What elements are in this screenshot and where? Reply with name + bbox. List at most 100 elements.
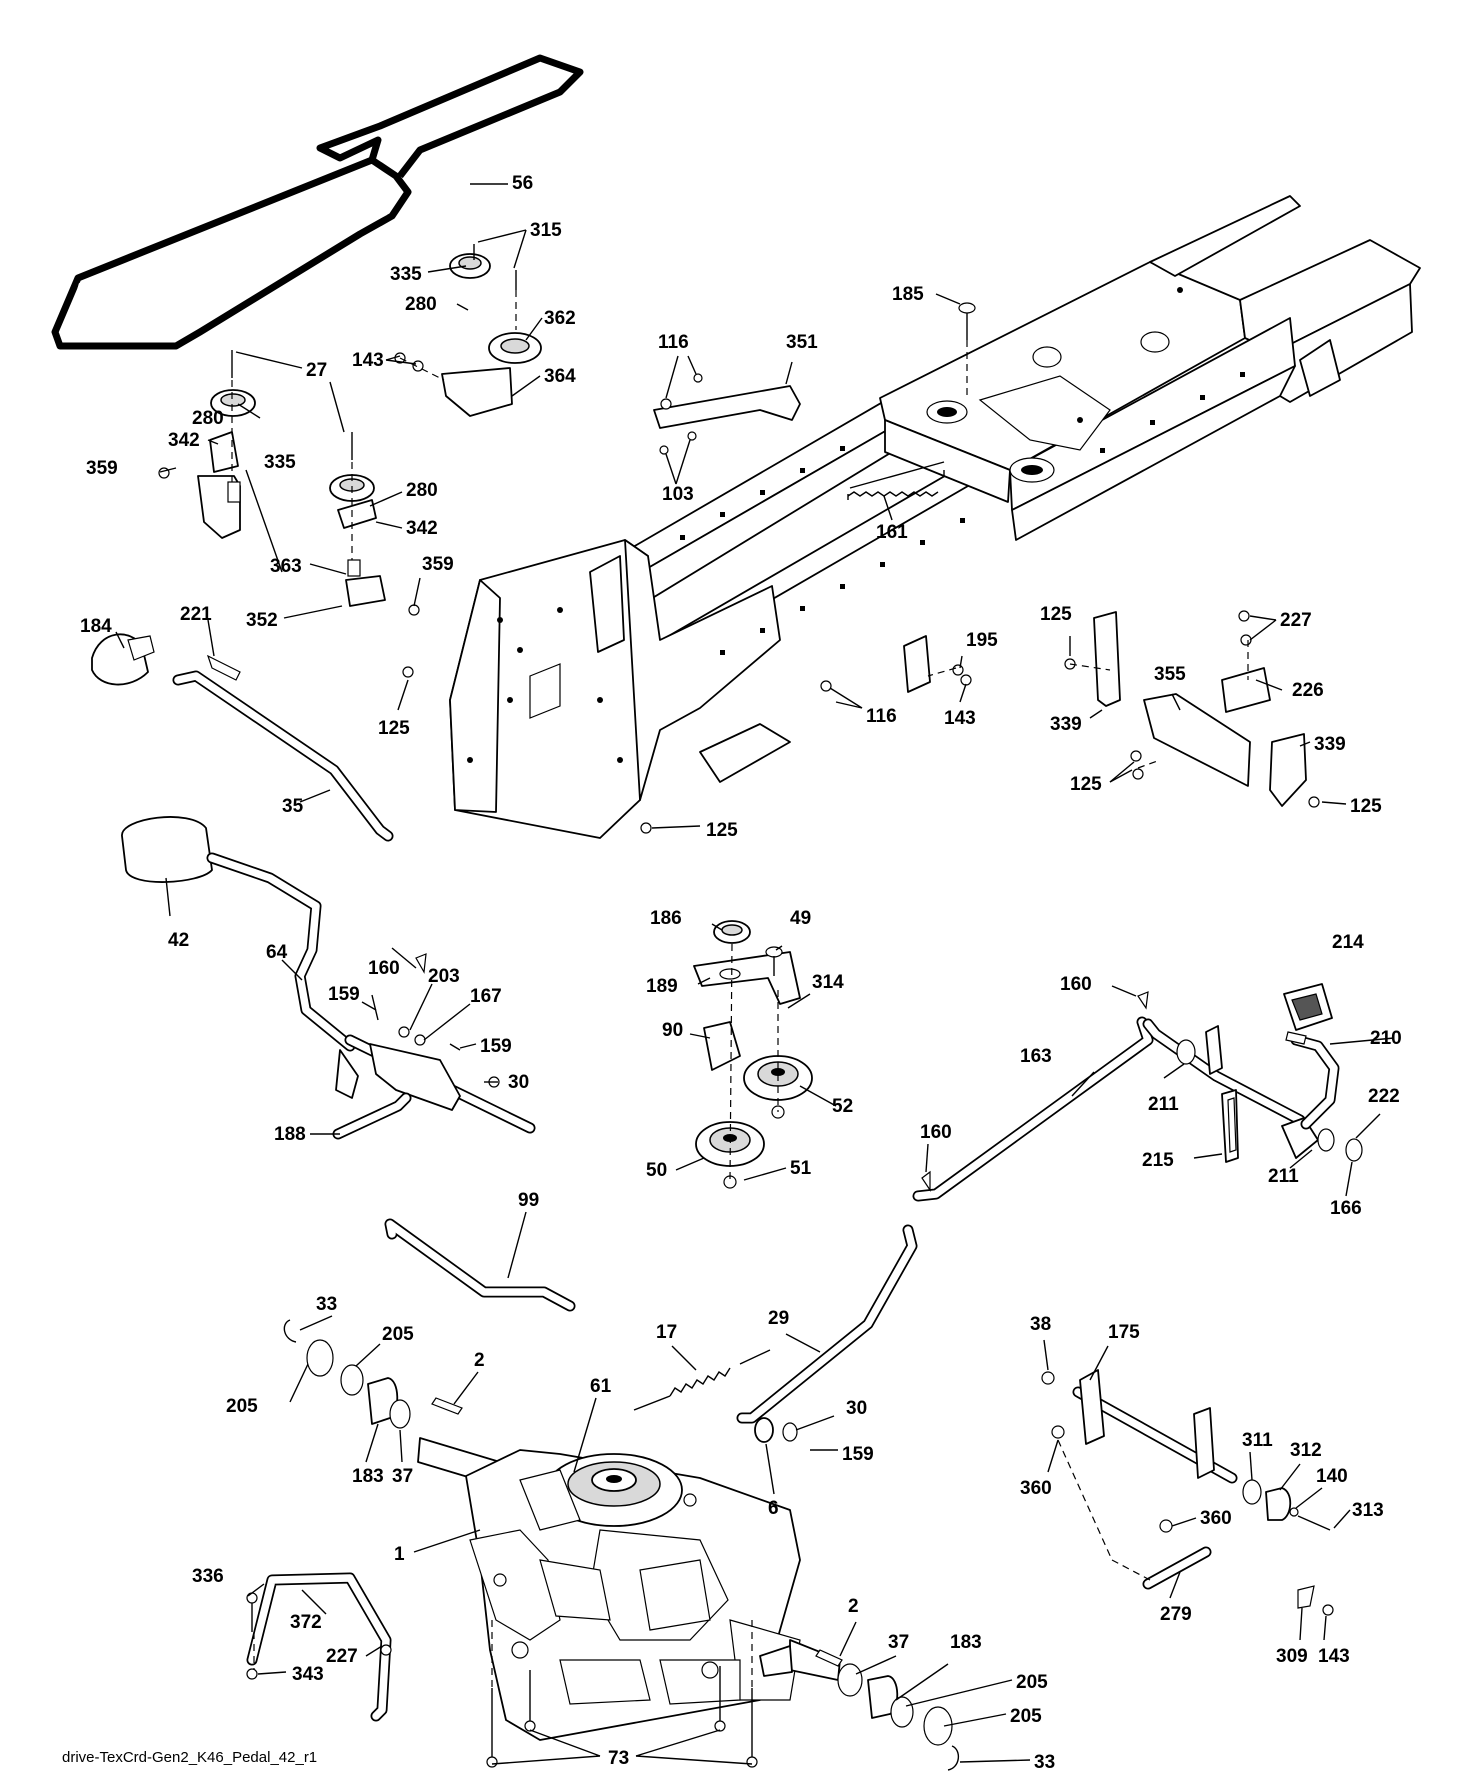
part-labels: 56 315 335 280 362 143 364 27 280 342 33… [80,173,1402,1773]
label: 227 [1280,610,1312,631]
label: 309 [1276,1646,1308,1667]
bolt-185 [958,302,976,340]
label: 210 [1370,1028,1402,1049]
label: 175 [1108,1322,1140,1343]
knob-184 [91,633,155,686]
label: 159 [480,1036,512,1057]
label: 184 [80,616,112,637]
label: 33 [1034,1752,1055,1773]
label: 339 [1050,714,1082,735]
spring-161 [847,461,945,500]
label: 355 [1154,664,1186,685]
label: 359 [422,554,454,575]
label: 311 [1242,1430,1273,1451]
label: 372 [290,1612,322,1633]
bracket-372 [246,1572,392,1722]
label: 30 [508,1072,529,1093]
label: 335 [390,264,422,285]
clip-221 [206,654,241,681]
label: 343 [292,1664,324,1685]
label: 37 [392,1466,413,1487]
bracket-355 [402,610,1320,834]
label: 359 [86,458,118,479]
label: 17 [656,1322,677,1343]
drive-belt [51,54,584,350]
brake-shaft [1041,1369,1334,1616]
label: 30 [846,1398,867,1419]
label: 211 [1268,1166,1299,1187]
label: 185 [892,284,924,305]
label: 2 [848,1596,859,1617]
label: 342 [168,430,200,451]
label: 221 [180,604,212,625]
label: 362 [544,308,576,329]
label: 315 [530,220,562,241]
label: 51 [790,1158,812,1179]
label: 125 [1070,774,1102,795]
bracket-351 [653,373,801,455]
label: 125 [1040,604,1072,625]
label: 360 [1200,1508,1232,1529]
label: 50 [646,1160,667,1181]
center-idler-group [693,920,813,1189]
label: 364 [544,366,576,387]
label: 222 [1368,1086,1400,1107]
label: 33 [316,1294,337,1315]
frame-holes [467,287,1245,763]
transaxle [465,1449,841,1741]
label: 64 [266,942,288,963]
label: 159 [328,984,360,1005]
label: 339 [1314,734,1346,755]
label: 143 [944,708,976,729]
label: 125 [1350,796,1382,817]
label: 116 [866,706,897,727]
label: 351 [786,332,818,353]
label: 143 [352,350,384,371]
label: 6 [768,1498,779,1519]
label: 140 [1316,1466,1348,1487]
label: 205 [226,1396,258,1417]
bracket-195 [820,635,972,693]
label: 103 [662,484,694,505]
label: 363 [270,556,302,577]
label: 352 [246,610,278,631]
leader-lines [115,183,1395,1765]
label: 226 [1292,680,1324,701]
label: 38 [1030,1314,1051,1335]
label: 195 [966,630,998,651]
idler-pulley-group [158,244,542,616]
label: 312 [1290,1440,1322,1461]
label: 125 [706,820,738,841]
label: 335 [264,452,296,473]
label: 29 [768,1308,789,1329]
label: 203 [428,966,460,987]
label: 205 [382,1324,414,1345]
label: 35 [282,796,304,817]
label: 215 [1142,1150,1174,1171]
label: 211 [1148,1094,1179,1115]
label: 342 [406,518,438,539]
bushing-6 [754,1417,774,1443]
label: 183 [950,1632,982,1653]
spring-17 [633,1349,771,1411]
label: 159 [842,1444,874,1465]
label: 125 [378,718,410,739]
label: 42 [168,930,189,951]
label: 160 [1060,974,1092,995]
label: 183 [352,1466,384,1487]
label: 1 [394,1544,405,1565]
label: 314 [812,972,844,993]
dashed-lines [231,290,1249,1690]
label: 37 [888,1632,909,1653]
label: 166 [1330,1198,1362,1219]
label: 186 [650,908,682,929]
shift-lever [121,816,536,1134]
rod-35 [172,670,394,842]
label: 2 [474,1350,485,1371]
washer-30 [782,1422,798,1442]
label: 161 [876,522,908,543]
label: 160 [920,1122,952,1143]
label: 143 [1318,1646,1350,1667]
pedal-assembly [912,983,1363,1202]
